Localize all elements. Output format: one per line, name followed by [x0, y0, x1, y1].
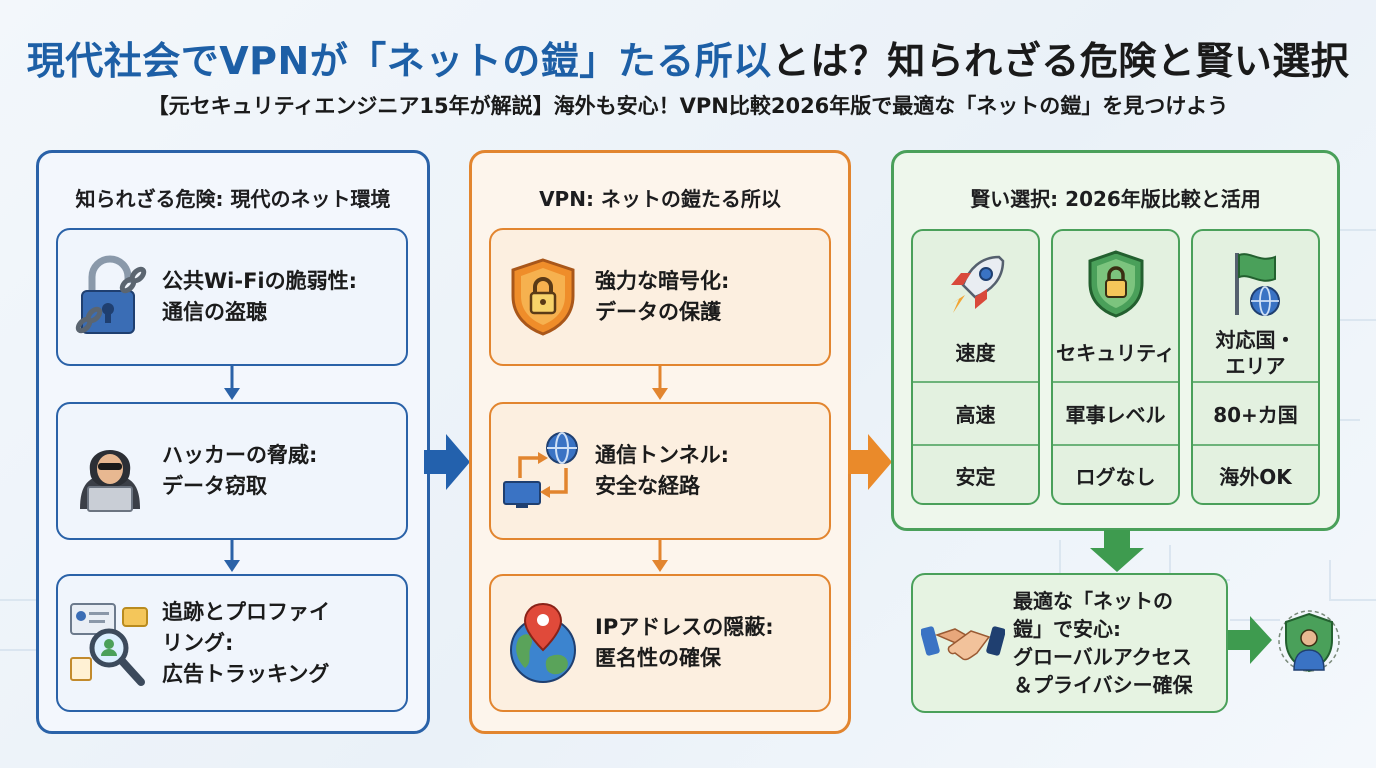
flow-arrow-right-icon	[424, 434, 470, 490]
title-highlight: 現代社会でVPNが「ネットの鎧」たる所以	[26, 39, 772, 83]
card-text-line: 通信トンネル:	[595, 443, 729, 467]
card-text-line: 公共Wi-Fiの脆弱性:	[162, 269, 358, 293]
protected-user-icon	[1278, 610, 1340, 673]
card-text-line: 匿名性の確保	[595, 646, 721, 670]
column-cell: 安定	[913, 444, 1038, 504]
choice-panel-heading: 賢い選択: 2026年版比較と活用	[970, 187, 1261, 211]
column-label: 速度	[955, 341, 996, 365]
shield-lock-icon	[491, 256, 595, 338]
card-text-line: 追跡とプロファイ	[162, 599, 330, 624]
column-cell: 80+カ国	[1193, 381, 1318, 443]
result-card: 最適な「ネットの 鎧」で安心: グローバルアクセス ＆プライバシー確保	[911, 573, 1228, 713]
flow-arrow-down-icon	[224, 540, 240, 572]
danger-panel-heading: 知られざる危険: 現代のネット環境	[75, 187, 391, 211]
flow-arrow-down-icon	[652, 540, 668, 572]
comparison-column-speed: 速度 高速 安定	[911, 229, 1040, 505]
page-title: 現代社会でVPNが「ネットの鎧」たる所以とは？知られざる危険と賢い選択	[0, 30, 1376, 85]
tunnel-globe-monitor-icon	[491, 430, 595, 512]
flow-arrow-right-icon	[1228, 616, 1272, 664]
column-cell: ログなし	[1053, 444, 1178, 504]
broken-lock-icon	[58, 255, 162, 339]
globe-location-pin-icon	[491, 600, 595, 686]
column-label-cont: エリア	[1225, 354, 1286, 378]
hacker-icon	[58, 429, 162, 513]
result-text-line: グローバルアクセス	[1013, 645, 1192, 669]
flag-globe-icon	[1193, 249, 1318, 319]
card-hacker: ハッカーの脅威: データ窃取	[56, 402, 408, 540]
card-ip-hiding: IPアドレスの隠蔽: 匿名性の確保	[489, 574, 831, 712]
page-subtitle: 【元セキュリティエンジニア15年が解説】海外も安心！VPN比較2026年版で最適…	[147, 94, 1229, 118]
card-encryption: 強力な暗号化: データの保護	[489, 228, 831, 366]
rocket-icon	[913, 249, 1038, 319]
result-text-line: ＆プライバシー確保	[1013, 673, 1193, 697]
card-text-line: データ窃取	[162, 474, 267, 498]
card-tracking: 追跡とプロファイ リング: 広告トラッキング	[56, 574, 408, 712]
comparison-column-coverage: 対応国・ エリア 80+カ国 海外OK	[1191, 229, 1320, 505]
vpn-panel-heading: VPN: ネットの鎧たる所以	[539, 187, 781, 211]
card-text-line: 強力な暗号化:	[595, 269, 730, 293]
title-rest: とは？知られざる危険と賢い選択	[771, 39, 1350, 83]
column-cell: 軍事レベル	[1053, 381, 1178, 443]
card-text-line: ハッカーの脅威:	[162, 443, 318, 467]
card-text-line: 広告トラッキング	[162, 661, 330, 686]
shield-lock-icon	[1053, 249, 1178, 319]
column-label: セキュリティ	[1056, 341, 1175, 365]
result-text-line: 鎧」で安心:	[1013, 617, 1121, 641]
card-text-line: 安全な経路	[595, 474, 700, 498]
flow-arrow-right-icon	[848, 434, 892, 490]
card-text-line: データの保護	[595, 300, 721, 324]
card-text-line: IPアドレスの隠蔽:	[595, 615, 774, 639]
column-cell: 海外OK	[1193, 444, 1318, 504]
card-text-line: リング:	[162, 630, 234, 655]
result-text-line: 最適な「ネットの	[1013, 589, 1173, 613]
card-public-wifi: 公共Wi-Fiの脆弱性: 通信の盗聴	[56, 228, 408, 366]
column-cell: 高速	[913, 381, 1038, 443]
handshake-icon	[913, 613, 1013, 673]
column-label: 対応国・	[1215, 328, 1296, 352]
comparison-column-security: セキュリティ 軍事レベル ログなし	[1051, 229, 1180, 505]
tracking-magnifier-icon	[58, 598, 162, 688]
flow-arrow-down-icon	[652, 366, 668, 400]
flow-arrow-down-icon	[1090, 530, 1144, 572]
card-text-line: 通信の盗聴	[162, 300, 267, 324]
flow-arrow-down-icon	[224, 366, 240, 400]
card-tunnel: 通信トンネル: 安全な経路	[489, 402, 831, 540]
